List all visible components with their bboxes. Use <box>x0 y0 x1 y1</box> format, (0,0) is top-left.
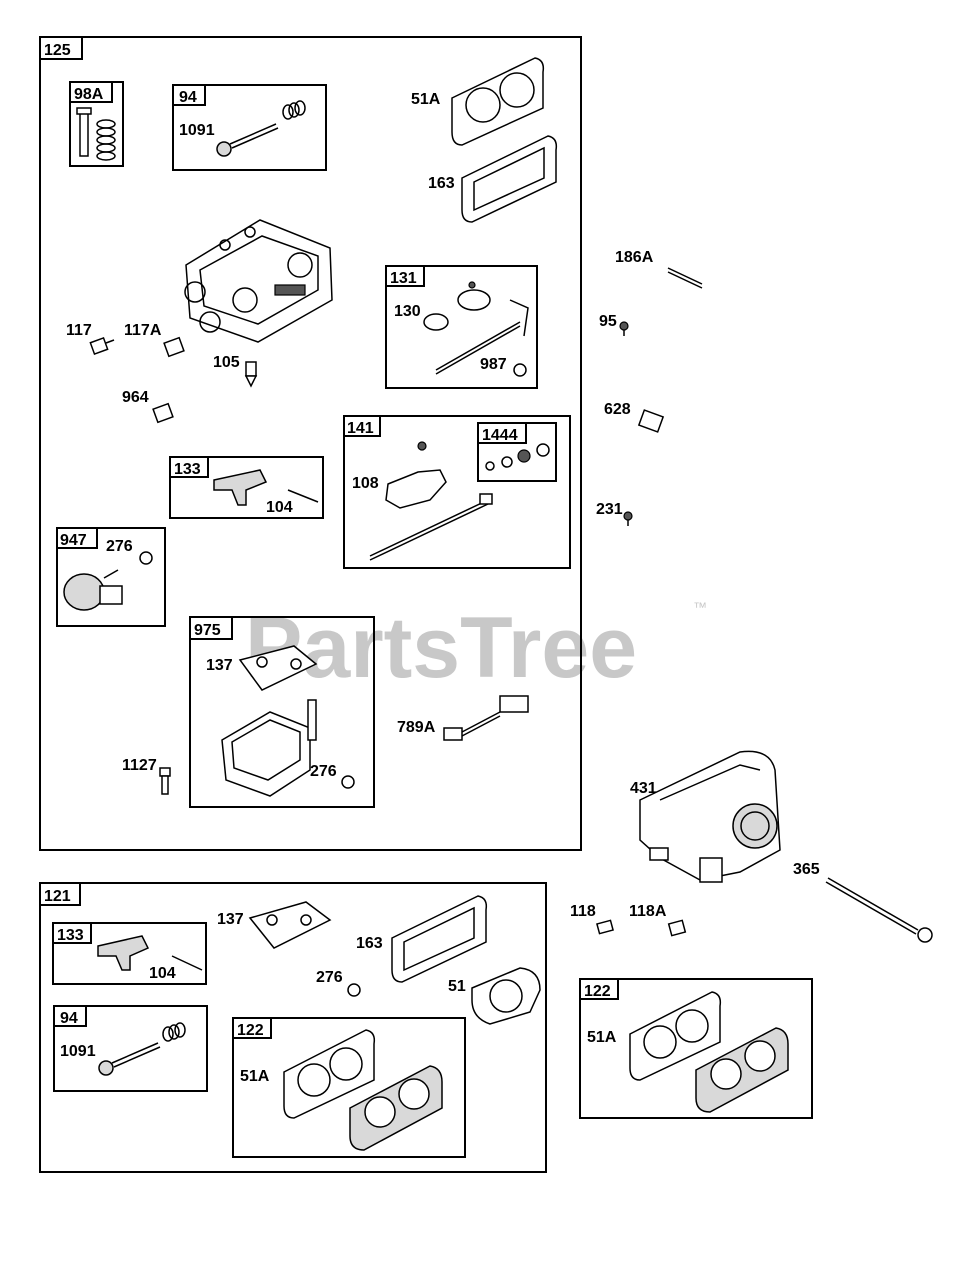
label-108: 108 <box>352 475 379 492</box>
group-122-left[interactable]: 122 51A <box>232 1017 466 1158</box>
group-122-left-tag: 122 <box>237 1022 264 1039</box>
label-104-top: 104 <box>266 499 293 516</box>
gasket-163-bottom[interactable] <box>391 895 488 983</box>
solenoid-947-part[interactable] <box>63 551 153 611</box>
group-98A[interactable]: 98A <box>69 81 124 167</box>
group-133-bottom-tag: 133 <box>57 927 84 944</box>
throttle-shaft-part[interactable] <box>423 281 529 377</box>
gasket-137-bottom[interactable] <box>248 901 332 949</box>
label-186A: 186A <box>615 249 654 266</box>
group-141[interactable]: 141 108 1444 <box>343 415 571 569</box>
throttle-body-431-part[interactable] <box>639 750 781 883</box>
watermark: PartsTree <box>245 600 637 696</box>
label-118: 118 <box>570 903 596 920</box>
group-133-top[interactable]: 133 104 <box>169 456 324 519</box>
jet-117-part[interactable] <box>89 337 115 355</box>
jet-117A-part[interactable] <box>163 336 185 358</box>
jet-118-part[interactable] <box>596 919 614 935</box>
needle-105-part[interactable] <box>244 361 258 388</box>
label-431: 431 <box>630 780 657 797</box>
label-105: 105 <box>213 354 240 371</box>
label-117A: 117A <box>124 322 162 339</box>
idle-screw-bottom-part[interactable] <box>98 1022 186 1076</box>
group-975-tag: 975 <box>194 622 221 639</box>
label-51A-right: 51A <box>587 1029 617 1046</box>
label-104-bottom: 104 <box>149 965 176 982</box>
gasket-51-part[interactable] <box>471 967 541 1025</box>
group-121[interactable]: 121 <box>39 882 547 1173</box>
group-947[interactable]: 947 276 <box>56 527 166 627</box>
label-95: 95 <box>599 313 617 330</box>
harness-789A-part[interactable] <box>443 695 529 741</box>
bolt-365-part[interactable] <box>825 877 933 943</box>
label-1091-bottom: 1091 <box>60 1043 96 1060</box>
label-276-c: 276 <box>316 969 343 986</box>
group-947-tag: 947 <box>60 532 87 549</box>
label-118A: 118A <box>629 903 667 920</box>
screw-spring-part[interactable] <box>76 107 116 161</box>
bushing-964-part[interactable] <box>152 402 174 424</box>
group-133-bottom[interactable]: 133 104 <box>52 922 207 985</box>
idle-screw-part[interactable] <box>216 100 306 157</box>
group-98A-tag: 98A <box>74 86 104 103</box>
group-121-tag: 121 <box>44 888 71 905</box>
label-231: 231 <box>596 501 623 518</box>
screw-231-part[interactable] <box>623 511 633 526</box>
watermark-tm: ™ <box>693 599 707 615</box>
label-137-bottom: 137 <box>217 911 244 928</box>
group-141-tag: 141 <box>347 420 374 437</box>
label-130: 130 <box>394 303 421 320</box>
screw-95-part[interactable] <box>619 321 629 336</box>
label-163-bottom: 163 <box>356 935 383 952</box>
group-122-right-tag: 122 <box>584 983 611 1000</box>
group-133-top-tag: 133 <box>174 461 201 478</box>
label-51A-top: 51A <box>411 91 441 108</box>
spacer-122-right[interactable] <box>695 1027 789 1113</box>
gasket-51A-left[interactable] <box>283 1029 376 1119</box>
label-1091-top: 1091 <box>179 122 215 139</box>
jet-118A-part[interactable] <box>667 919 687 937</box>
screw-1127-part[interactable] <box>159 767 171 795</box>
group-94-bottom[interactable]: 94 1091 <box>53 1005 208 1092</box>
label-137-top: 137 <box>206 657 233 674</box>
label-163-top: 163 <box>428 175 455 192</box>
group-975[interactable]: 975 137 276 <box>189 616 375 808</box>
gasket-51A-right[interactable] <box>629 991 722 1081</box>
gasket-51A-top[interactable] <box>451 57 545 146</box>
group-94-bottom-tag: 94 <box>60 1010 78 1027</box>
lever-133-bottom-part[interactable] <box>97 935 203 971</box>
oring-276-part[interactable] <box>347 983 361 997</box>
label-987: 987 <box>480 356 507 373</box>
label-628: 628 <box>604 401 631 418</box>
shaft-186A-part[interactable] <box>667 267 703 289</box>
label-1127: 1127 <box>122 757 157 774</box>
label-51: 51 <box>448 978 466 995</box>
group-122-right[interactable]: 122 51A <box>579 978 813 1119</box>
seal-kit-1444-part[interactable] <box>485 443 550 471</box>
label-51A-left: 51A <box>240 1068 270 1085</box>
gasket-137-top[interactable] <box>238 645 318 691</box>
label-117: 117 <box>66 322 92 339</box>
float-bowl-975-part[interactable] <box>221 699 355 797</box>
gasket-163-top[interactable] <box>461 135 558 223</box>
label-276-b: 276 <box>310 763 337 780</box>
group-131[interactable]: 131 130 987 <box>385 265 538 389</box>
label-365: 365 <box>793 861 820 878</box>
spacer-122-left[interactable] <box>349 1065 443 1151</box>
group-131-tag: 131 <box>390 270 417 287</box>
choke-shaft-part[interactable] <box>369 441 493 561</box>
bolt-628-part[interactable] <box>637 409 665 433</box>
group-125[interactable]: 125 <box>39 36 582 851</box>
label-964: 964 <box>122 389 149 406</box>
group-94-top[interactable]: 94 1091 <box>172 84 327 171</box>
group-125-tag: 125 <box>44 42 71 59</box>
group-94-top-tag: 94 <box>179 89 197 106</box>
label-276-a: 276 <box>106 538 133 555</box>
carburetor-body-part[interactable] <box>184 219 333 343</box>
lever-133-part[interactable] <box>213 469 319 506</box>
label-789A: 789A <box>397 719 436 736</box>
group-1444-tag: 1444 <box>482 427 518 444</box>
